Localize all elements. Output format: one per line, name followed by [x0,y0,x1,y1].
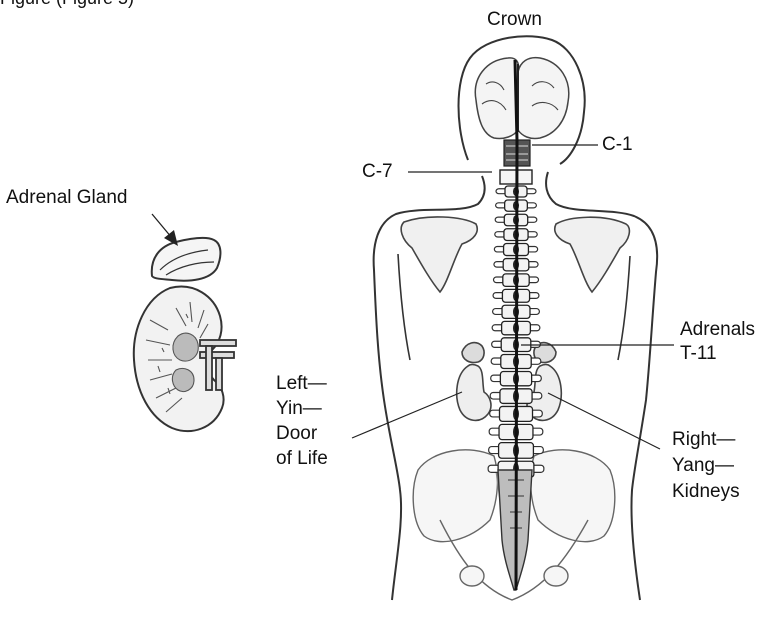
label-left-line3: Door [276,421,328,446]
label-t11-line: T-11 [680,342,755,366]
label-adrenals-t11: Adrenals T-11 [680,318,755,366]
leader-left [352,392,462,438]
label-crown: Crown [487,8,542,32]
label-c7: C-7 [362,160,393,184]
adrenal-gland-shape [152,238,221,281]
brain [475,58,568,139]
label-left-line2: Yin— [276,396,328,421]
scapula-right [555,217,630,292]
label-left-line4: of Life [276,446,328,471]
label-c1: C-1 [602,133,633,157]
label-left-yin-door-of-life: Left— Yin— Door of Life [276,371,328,471]
label-adrenal-gland: Adrenal Gland [6,186,127,210]
kidney-illustration [134,238,236,431]
adrenal-gland-arrow [152,214,178,246]
adrenal-left [462,343,484,363]
scapula-left [401,217,477,292]
label-right-line2: Yang— [672,453,740,479]
label-right-line3: Kidneys [672,479,740,505]
label-adrenals-line: Adrenals [680,318,755,342]
label-right-yang-kidneys: Right— Yang— Kidneys [672,427,740,505]
label-right-line1: Right— [672,427,740,453]
label-left-line1: Left— [276,371,328,396]
figure-caption-partial: Figure (Figure 5) [0,0,134,10]
